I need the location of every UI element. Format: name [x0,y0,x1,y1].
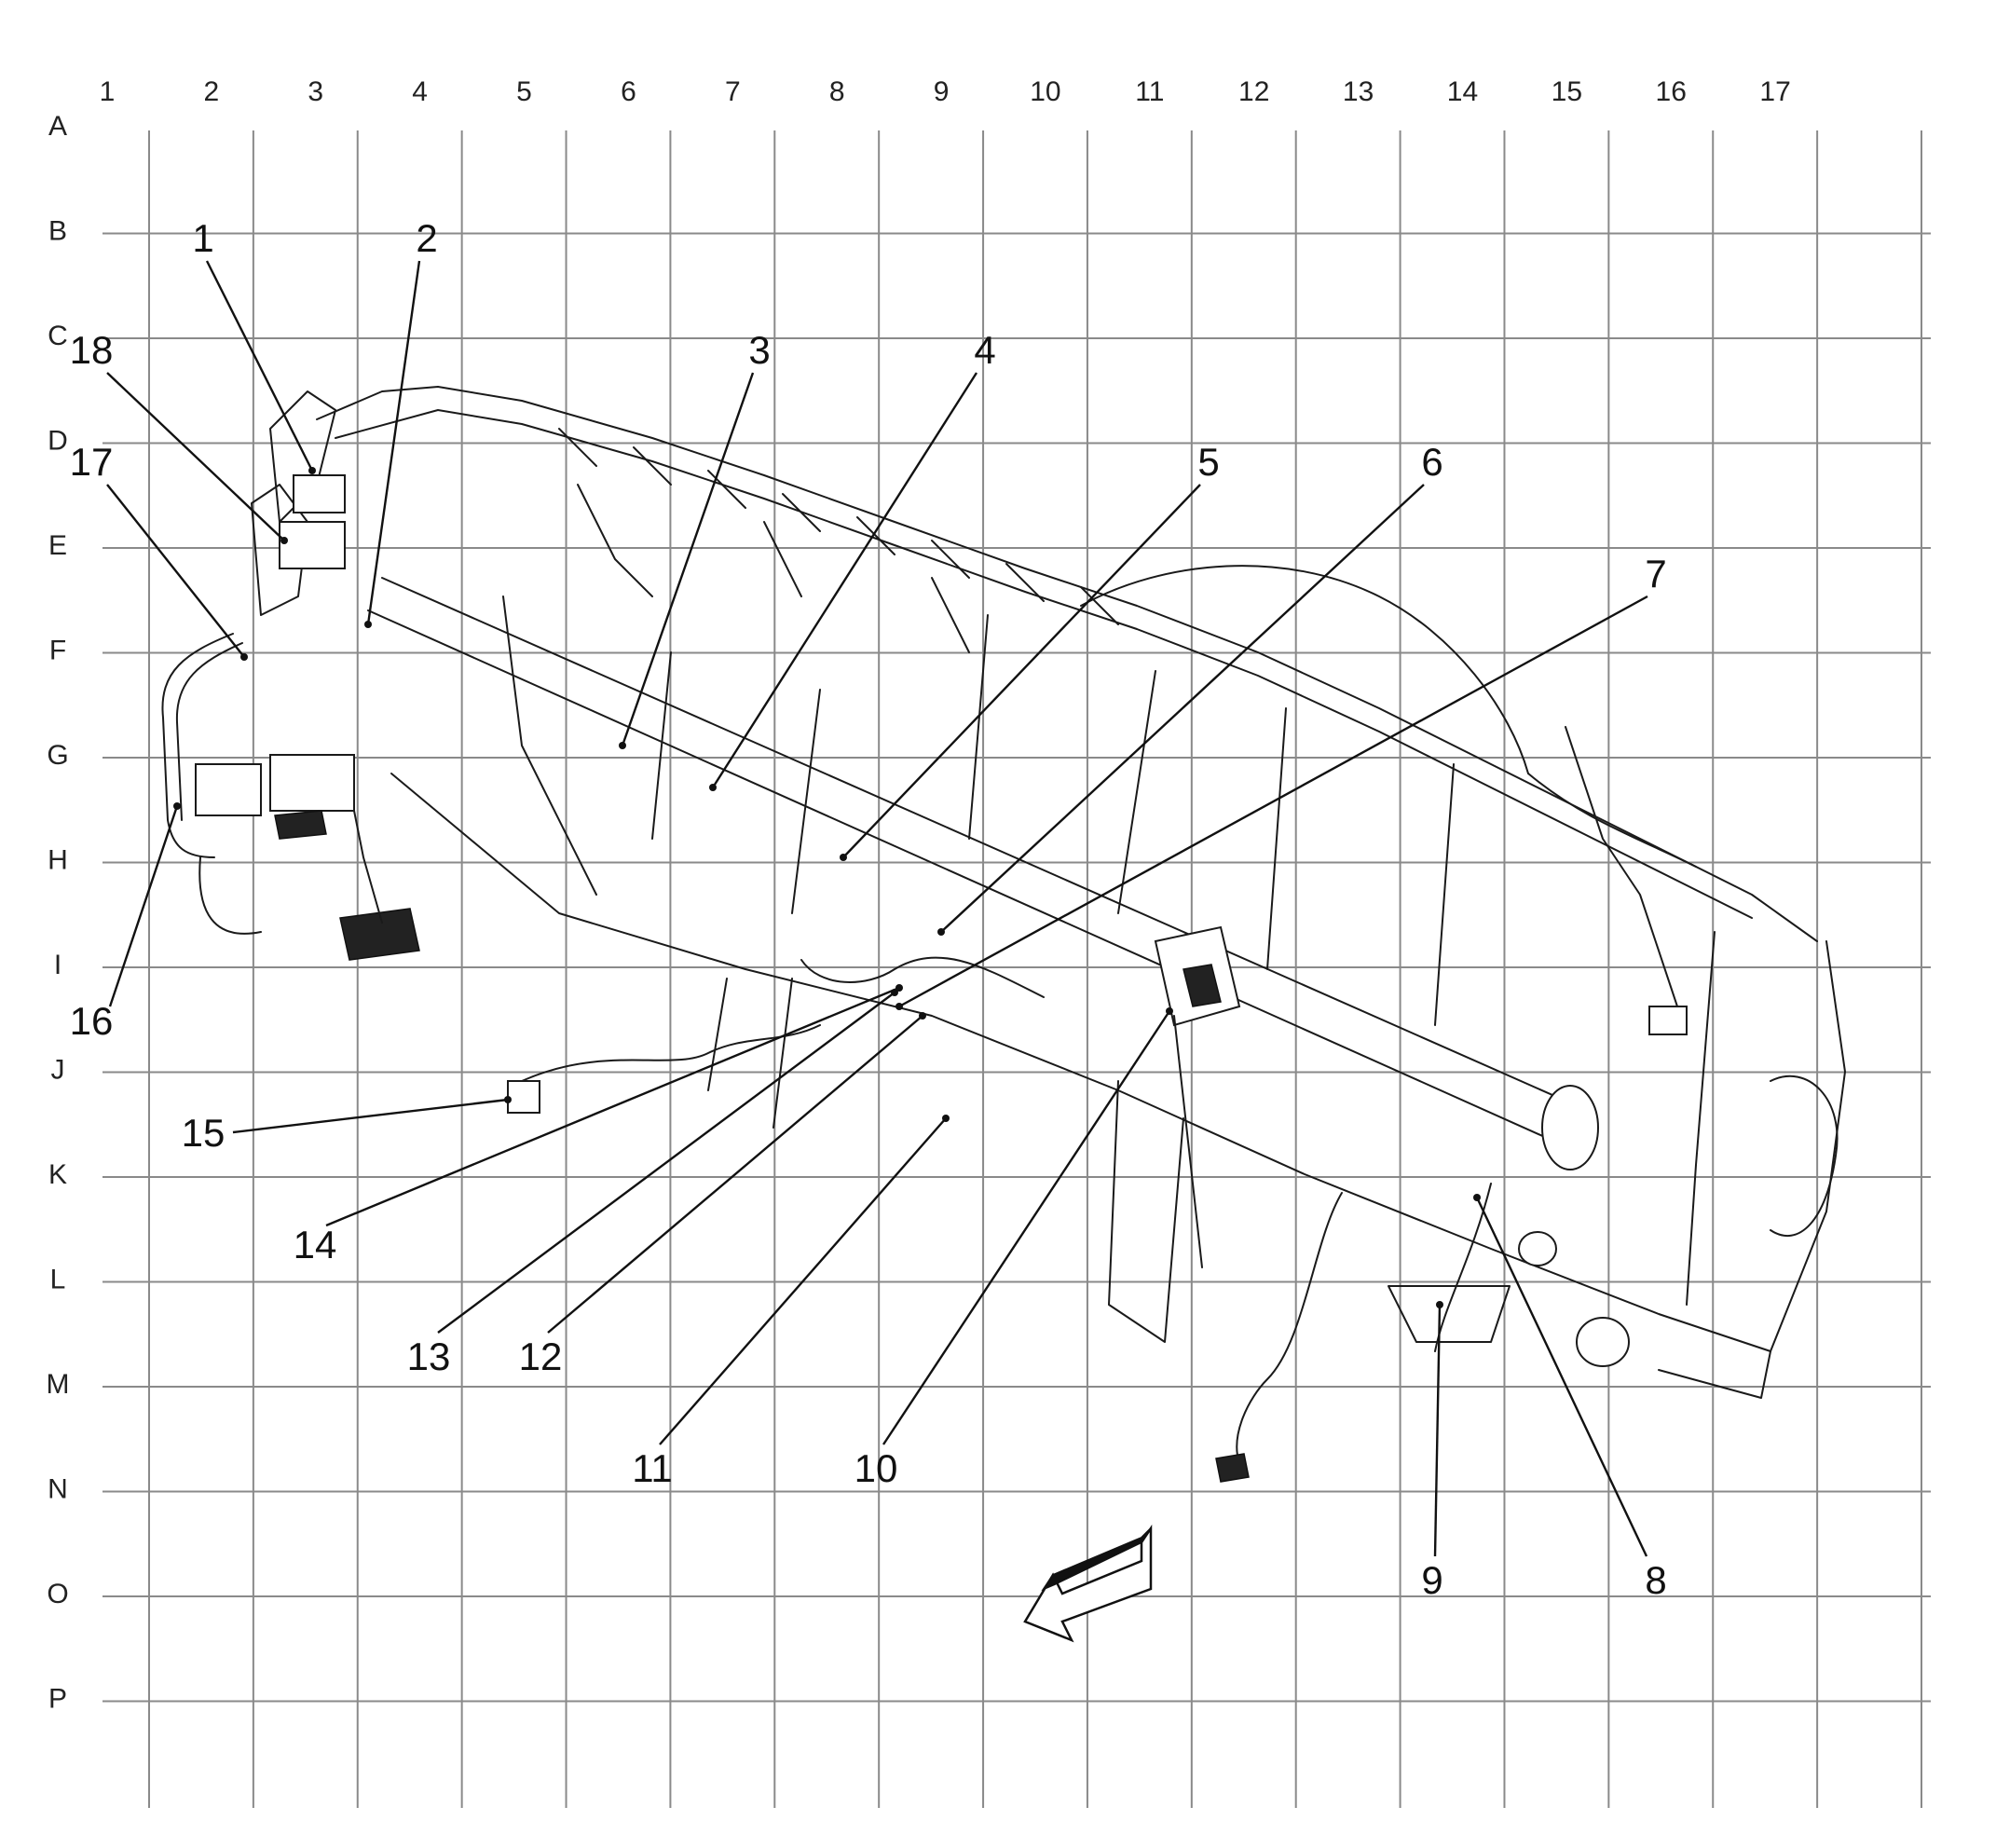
callout-5-anchor [840,854,847,861]
callout-1-anchor [308,467,316,474]
callout-18-leader [106,372,285,541]
callout-4-anchor [709,784,717,791]
callout-8-anchor [1473,1194,1481,1201]
grid-column-label: 17 [1759,76,1790,107]
callout-12-anchor [919,1012,926,1020]
grid-row-label: N [48,1474,68,1505]
callout-18-anchor [280,537,288,544]
callout-8-label: 8 [1645,1558,1666,1602]
grid-column-label: 14 [1447,76,1478,107]
callout-1-label: 1 [192,216,213,260]
grid-row-label: C [48,321,68,351]
callout-6-leader [940,484,1425,933]
callout-6-anchor [937,928,945,936]
callout-5-leader [842,484,1201,858]
callout-16-label: 16 [70,999,114,1043]
callout-12-leader [547,1015,923,1334]
grid-row-label: H [48,845,68,876]
callout-2-label: 2 [416,216,437,260]
grid-column-label: 9 [934,76,950,107]
grid-row-label: K [48,1159,67,1190]
callout-14-label: 14 [294,1223,337,1266]
grid-row-label: I [54,950,62,980]
grid-column-label: 8 [829,76,845,107]
callout-9-anchor [1436,1301,1443,1308]
grid-column-label: 2 [204,76,220,107]
grid-row-label: D [48,426,68,457]
callout-3-anchor [619,742,626,749]
callout-8-leader [1475,1197,1648,1557]
callout-15-anchor [504,1096,512,1103]
grid-column-label: 16 [1656,76,1687,107]
callout-9-label: 9 [1421,1558,1442,1602]
callout-5-label: 5 [1197,440,1219,484]
callout-10-label: 10 [854,1446,898,1490]
grid-row-label: A [48,111,67,142]
callout-11-leader [659,1117,947,1445]
callout-11-anchor [942,1115,950,1122]
callout-9-leader [1433,1304,1442,1557]
grid-column-label: 6 [621,76,636,107]
grid-column-label: 10 [1030,76,1060,107]
grid-row-label: E [48,530,67,561]
callout-17-anchor [240,653,248,661]
callout-16-leader [108,805,179,1007]
grid-row-label: F [49,636,66,666]
callout-11-label: 11 [632,1446,673,1490]
callout-14-anchor [895,984,903,992]
grid-column-label: 12 [1238,76,1269,107]
callout-13-label: 13 [407,1335,451,1378]
callout-7-leader [898,595,1648,1008]
grid-column-label: 11 [1135,76,1164,107]
callout-10-anchor [1166,1007,1173,1015]
callout-12-label: 12 [519,1335,563,1378]
grid-row-label: M [47,1369,70,1400]
grid-row-label: L [50,1265,66,1295]
callout-15-label: 15 [182,1111,226,1155]
grid-row-label: J [51,1055,65,1086]
callout-10-leader [882,1010,1171,1445]
vehicle-front-arrow-icon [1023,1524,1153,1643]
callout-15-leader [232,1098,509,1134]
grid-row-labels: A B C D E F G H I J K L M N O P [47,111,70,1715]
callout-17-label: 17 [70,440,114,484]
callout-6-label: 6 [1421,440,1442,484]
callout-4-label: 4 [974,328,995,372]
grid-row-label: P [48,1684,67,1715]
grid-row-label: B [48,216,67,247]
grid-column-label: 15 [1552,76,1582,107]
grid-column-label: 1 [100,76,116,107]
grid-column-label: 4 [412,76,428,107]
grid-row-label: G [47,740,68,771]
grid-column-label: 3 [308,76,323,107]
callout-13-leader [437,992,895,1334]
callout-7-anchor [895,1003,903,1010]
callout-16-anchor [173,802,181,810]
callout-18-label: 18 [70,328,114,372]
callout-1-leader [205,260,314,472]
callout-leader-lines [106,260,1648,1557]
grid-column-label: 13 [1343,76,1374,107]
reference-grid [103,130,1931,1808]
instrument-panel-carrier-artwork [161,386,1846,1483]
callout-2-anchor [364,621,372,628]
callout-14-leader [325,986,900,1227]
callout-3-leader [621,372,755,746]
callout-7-label: 7 [1645,552,1666,595]
grid-column-label: 7 [725,76,741,107]
grid-column-label: 5 [516,76,532,107]
callout-17-leader [106,484,245,658]
callout-4-leader [711,372,978,788]
callout-3-label: 3 [748,328,770,372]
grid-row-label: O [47,1579,68,1609]
callout-2-leader [366,260,421,625]
